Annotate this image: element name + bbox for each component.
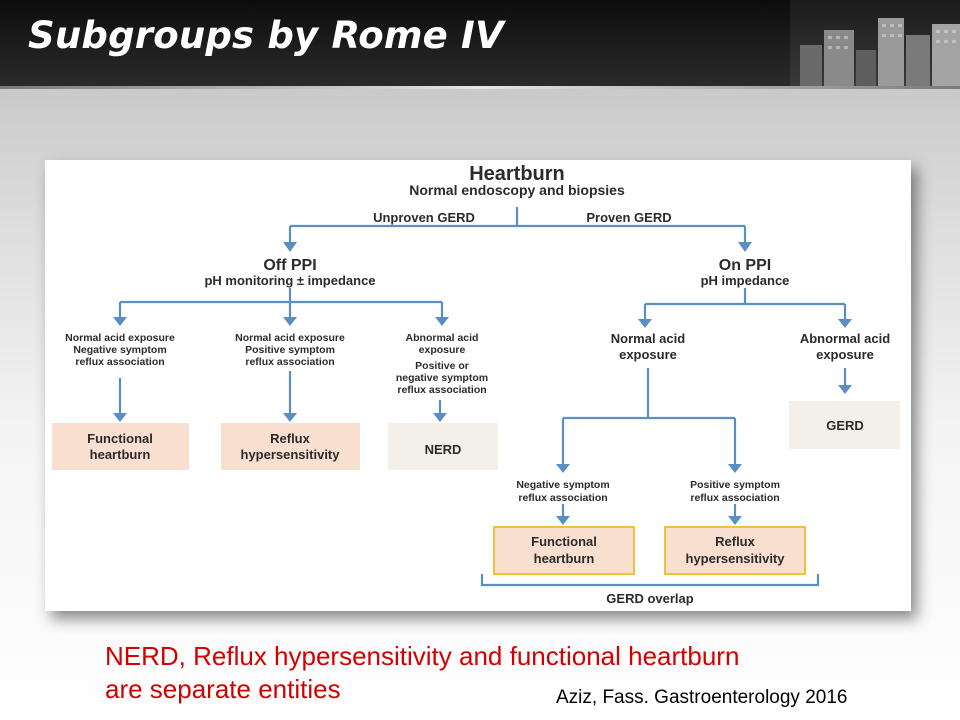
condition-line: reflux association xyxy=(75,356,164,368)
outcome-line: GERD xyxy=(826,418,864,433)
condition-line: Negative symptom xyxy=(516,479,609,491)
off-ppi-title: Off PPI xyxy=(263,257,316,274)
off-ppi-node: Off PPI pH monitoring ± impedance xyxy=(204,257,375,288)
gerd-overlap-bracket xyxy=(480,574,820,587)
root-title: Heartburn xyxy=(469,163,565,185)
on-subcondition-positive: Positive symptom reflux association xyxy=(690,479,780,504)
caption-line: NERD, Reflux hypersensitivity and functi… xyxy=(105,641,740,671)
condition-line: exposure xyxy=(619,347,677,362)
root-node: Heartburn Normal endoscopy and biopsies xyxy=(409,163,625,198)
on-ppi-subtitle: pH impedance xyxy=(701,273,790,288)
outcome-line: Functional xyxy=(87,431,153,446)
condition-line: exposure xyxy=(419,344,466,356)
condition-line: Positive symptom xyxy=(690,479,780,491)
off-condition-normal-negative: Normal acid exposure Negative symptom re… xyxy=(65,332,175,368)
outcome-gerd: GERD xyxy=(789,401,900,449)
condition-line: reflux association xyxy=(397,384,486,396)
condition-line: Normal acid exposure xyxy=(65,332,175,344)
citation: Aziz, Fass. Gastroenterology 2016 xyxy=(556,687,848,708)
on-ppi-title: On PPI xyxy=(719,257,771,274)
rome-iv-flowchart: Heartburn Normal endoscopy and biopsies … xyxy=(45,160,911,611)
outcome-functional-heartburn-on: Functional heartburn xyxy=(493,526,635,575)
outcome-line: Reflux xyxy=(270,431,311,446)
outcome-functional-heartburn-off: Functional heartburn xyxy=(52,423,189,470)
outcome-line: hypersensitivity xyxy=(686,551,786,566)
outcome-line: heartburn xyxy=(534,551,595,566)
outcome-line: hypersensitivity xyxy=(241,447,341,462)
condition-line: reflux association xyxy=(518,492,607,504)
condition-line: Positive or xyxy=(415,360,469,372)
flowchart-connectors xyxy=(118,207,847,518)
flowchart-canvas: Heartburn Normal endoscopy and biopsies … xyxy=(52,163,900,606)
slide-header: Subgroups by Rome IV xyxy=(0,0,960,86)
condition-line: reflux association xyxy=(690,492,779,504)
condition-line: Abnormal acid xyxy=(800,331,890,346)
caption-line: are separate entities xyxy=(105,674,341,704)
slide-caption: NERD, Reflux hypersensitivity and functi… xyxy=(105,640,905,706)
outcome-line: Reflux xyxy=(715,534,756,549)
gerd-overlap-label: GERD overlap xyxy=(606,591,693,606)
condition-line: reflux association xyxy=(245,356,334,368)
branch-left-label: Unproven GERD xyxy=(373,210,475,225)
outcome-nerd: NERD xyxy=(388,423,498,470)
slide-title: Subgroups by Rome IV xyxy=(28,14,504,57)
condition-line: Abnormal acid xyxy=(406,332,479,344)
condition-line: Negative symptom xyxy=(73,344,166,356)
on-condition-abnormal: Abnormal acid exposure xyxy=(800,331,890,362)
condition-line: Normal acid xyxy=(611,331,685,346)
on-ppi-node: On PPI pH impedance xyxy=(701,257,790,288)
condition-line: Positive symptom xyxy=(245,344,335,356)
condition-line: Normal acid exposure xyxy=(235,332,345,344)
condition-line: exposure xyxy=(816,347,874,362)
branch-right-label: Proven GERD xyxy=(586,210,671,225)
condition-line: negative symptom xyxy=(396,372,488,384)
building-photo-decoration xyxy=(790,0,960,86)
on-condition-normal: Normal acid exposure xyxy=(611,331,685,362)
outcome-line: Functional xyxy=(531,534,597,549)
outcome-line: heartburn xyxy=(90,447,151,462)
flowchart-arrowheads xyxy=(113,242,852,525)
outcome-reflux-hypersensitivity-on: Reflux hypersensitivity xyxy=(664,526,806,575)
off-ppi-subtitle: pH monitoring ± impedance xyxy=(204,273,375,288)
off-condition-normal-positive: Normal acid exposure Positive symptom re… xyxy=(235,332,345,368)
outcome-line: NERD xyxy=(425,442,462,457)
on-subcondition-negative: Negative symptom reflux association xyxy=(516,479,609,504)
outcome-reflux-hypersensitivity-off: Reflux hypersensitivity xyxy=(221,423,360,470)
header-divider xyxy=(0,86,960,89)
root-subtitle: Normal endoscopy and biopsies xyxy=(409,182,625,198)
off-condition-abnormal: Abnormal acid exposure Positive or negat… xyxy=(396,332,488,396)
